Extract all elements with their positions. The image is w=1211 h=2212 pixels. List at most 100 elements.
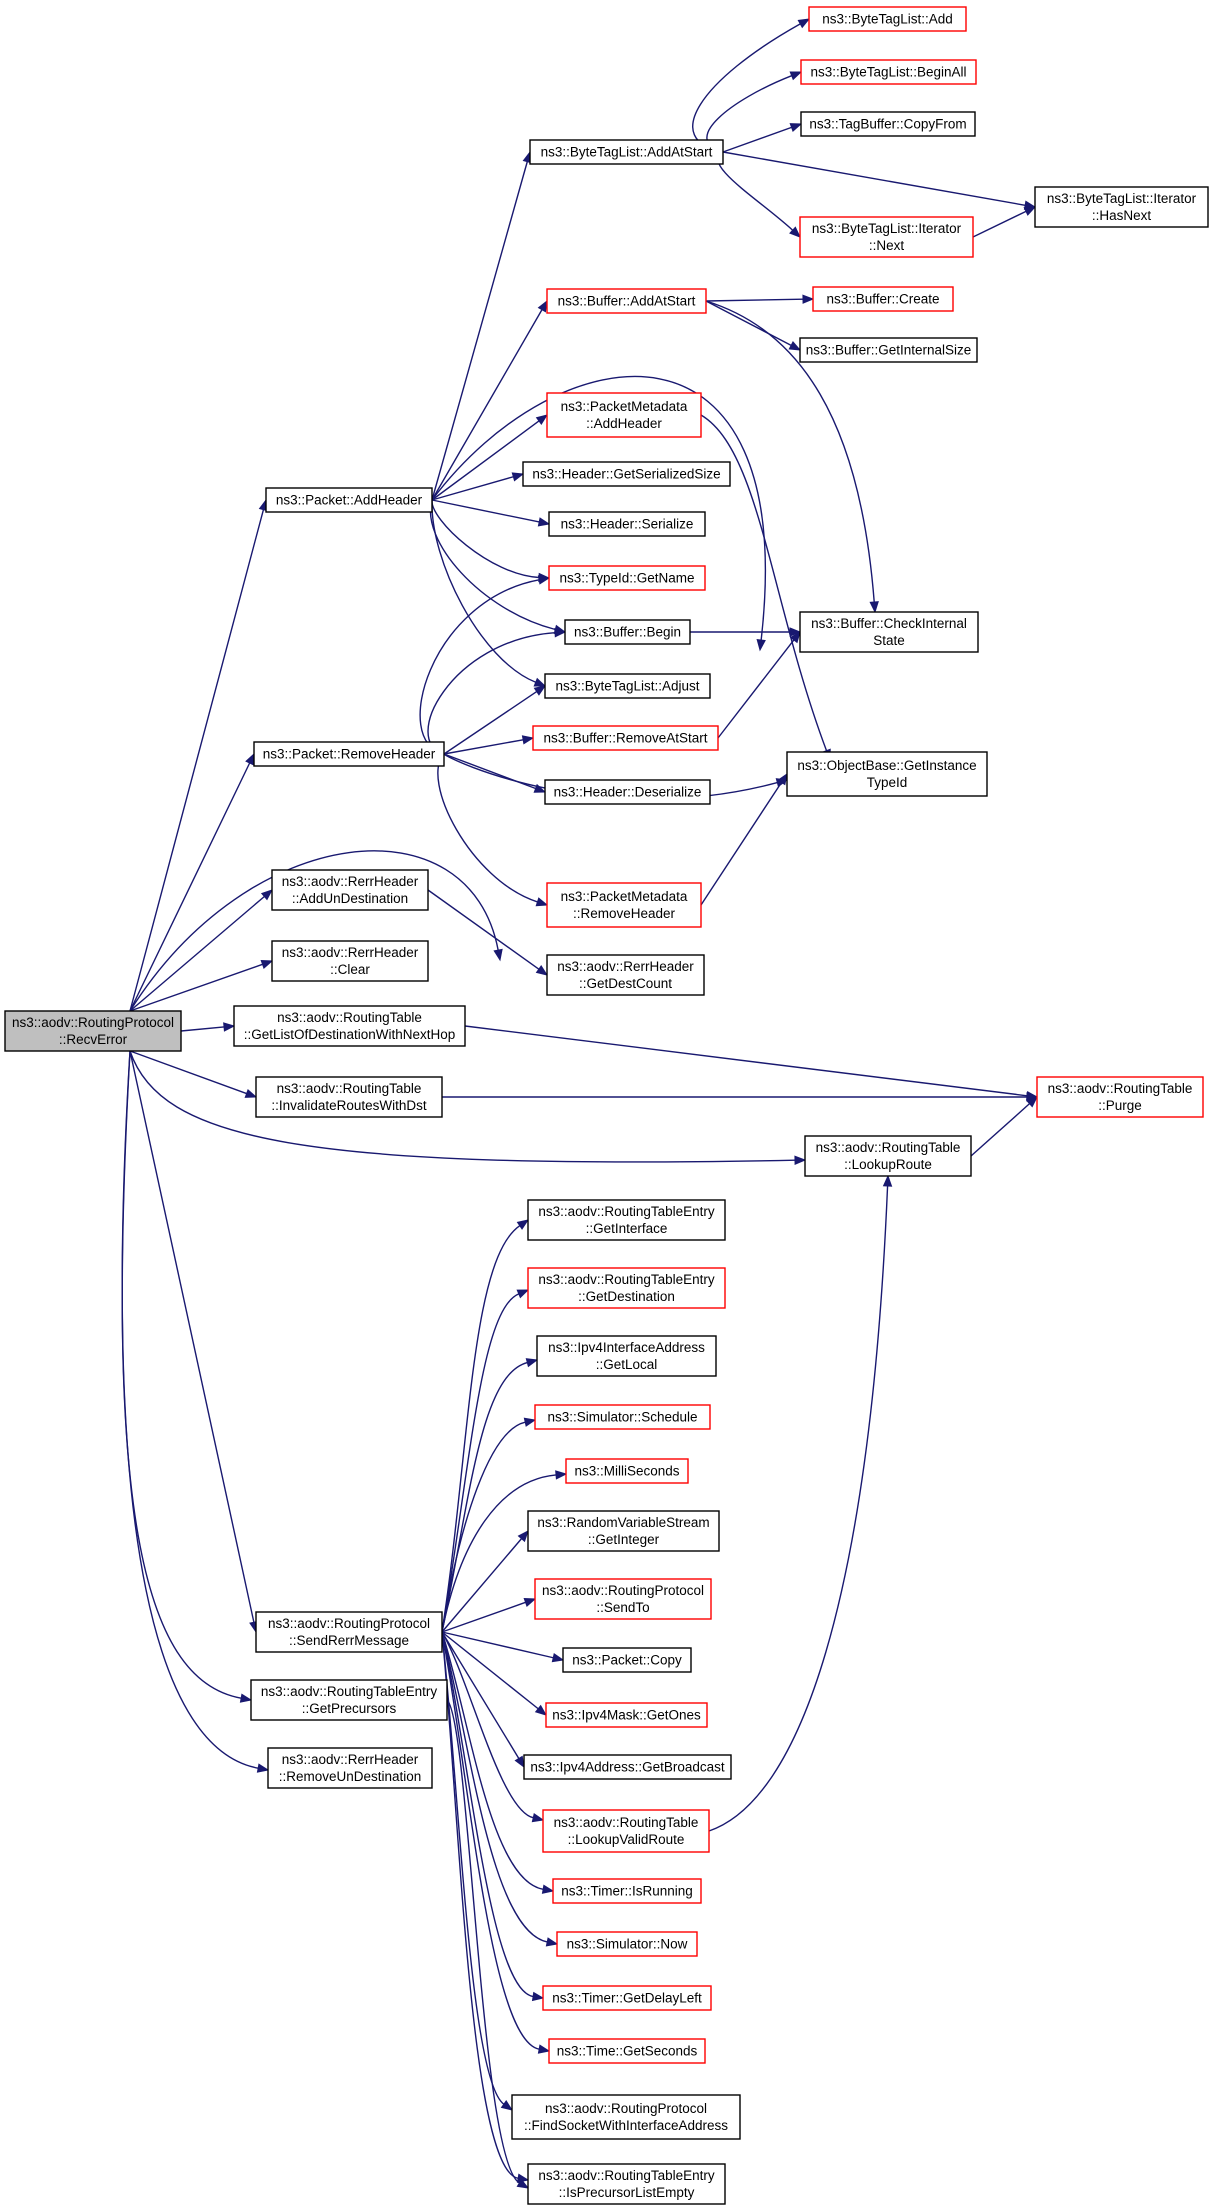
node-header-deserialize[interactable]: ns3::Header::Deserialize	[544, 779, 711, 805]
node-label: ns3::aodv::RoutingTable	[277, 1081, 422, 1096]
call-edge	[690, 627, 802, 637]
node-box	[548, 511, 706, 537]
node-btl-add-at-start[interactable]: ns3::ByteTagList::AddAtStart	[529, 139, 724, 165]
call-edge	[441, 1631, 525, 1769]
node-rvs-get-integer[interactable]: ns3::RandomVariableStream::GetInteger	[527, 1510, 720, 1552]
node-rte-is-precursor-list-empty[interactable]: ns3::aodv::RoutingTableEntry::IsPrecurso…	[527, 2163, 726, 2205]
call-edge	[129, 752, 255, 1012]
node-box	[564, 619, 691, 645]
node-box	[1036, 1076, 1204, 1118]
node-label: ns3::aodv::RerrHeader	[282, 874, 419, 889]
node-label: ns3::Packet::AddHeader	[276, 493, 423, 508]
node-box	[511, 2094, 741, 2140]
node-rp-send-rerr-message[interactable]: ns3::aodv::RoutingProtocol::SendRerrMess…	[255, 1611, 443, 1653]
node-box	[536, 1335, 717, 1377]
node-buffer-add-at-start[interactable]: ns3::Buffer::AddAtStart	[546, 288, 707, 314]
arrowhead	[516, 1219, 530, 1230]
node-label: ns3::aodv::RoutingProtocol	[268, 1616, 430, 1631]
call-edge	[431, 375, 767, 652]
node-buffer-get-internal-size[interactable]: ns3::Buffer::GetInternalSize	[799, 337, 978, 363]
node-box	[552, 1878, 702, 1904]
node-box	[786, 751, 988, 797]
node-milliseconds[interactable]: ns3::MilliSeconds	[565, 1458, 689, 1484]
node-rt-purge[interactable]: ns3::aodv::RoutingTable::Purge	[1036, 1076, 1204, 1118]
node-timer-get-delay-left[interactable]: ns3::Timer::GetDelayLeft	[542, 1985, 712, 2011]
node-label: ns3::Header::Deserialize	[554, 785, 702, 800]
node-rerr-add-un-destination[interactable]: ns3::aodv::RerrHeader::AddUnDestination	[271, 869, 429, 911]
node-label: ns3::Timer::GetDelayLeft	[552, 1991, 702, 2006]
node-box	[265, 487, 433, 513]
node-packet-copy[interactable]: ns3::Packet::Copy	[562, 1647, 692, 1673]
node-box	[562, 1647, 692, 1673]
node-ipv4mask-get-ones[interactable]: ns3::Ipv4Mask::GetOnes	[545, 1702, 708, 1728]
node-label: ns3::aodv::RoutingTable	[816, 1140, 961, 1155]
node-label: ::GetLocal	[596, 1357, 658, 1372]
node-btl-adjust[interactable]: ns3::ByteTagList::Adjust	[544, 673, 711, 699]
call-edge	[429, 499, 567, 634]
node-label: ::Clear	[330, 962, 370, 977]
node-btl-iterator-has-next[interactable]: ns3::ByteTagList::Iterator::HasNext	[1034, 186, 1209, 228]
node-header-get-serialized-size[interactable]: ns3::Header::GetSerializedSize	[522, 461, 731, 487]
node-label: ns3::aodv::RerrHeader	[282, 945, 419, 960]
node-pm-add-header[interactable]: ns3::PacketMetadata::AddHeader	[546, 392, 702, 438]
node-label: ::HasNext	[1092, 208, 1152, 223]
node-rte-get-interface[interactable]: ns3::aodv::RoutingTableEntry::GetInterfa…	[527, 1199, 726, 1241]
call-edge	[129, 1050, 259, 1634]
node-time-get-seconds[interactable]: ns3::Time::GetSeconds	[548, 2038, 706, 2064]
node-rt-lookup-valid-route[interactable]: ns3::aodv::RoutingTable::LookupValidRout…	[542, 1809, 710, 1853]
node-label: ::AddHeader	[586, 416, 662, 431]
node-header-serialize[interactable]: ns3::Header::Serialize	[548, 511, 706, 537]
call-edge	[121, 1050, 253, 1703]
node-box	[1034, 186, 1209, 228]
arrowhead	[531, 1813, 545, 1823]
node-buffer-begin[interactable]: ns3::Buffer::Begin	[564, 619, 691, 645]
node-recv-error[interactable]: ns3::aodv::RoutingProtocol::RecvError	[4, 1010, 182, 1052]
node-tagbuffer-copy-from[interactable]: ns3::TagBuffer::CopyFrom	[800, 111, 976, 137]
node-packet-remove-header[interactable]: ns3::Packet::RemoveHeader	[253, 741, 445, 767]
node-label: ns3::Header::GetSerializedSize	[532, 467, 720, 482]
node-label: ns3::MilliSeconds	[574, 1464, 679, 1479]
arrowhead	[789, 123, 803, 133]
node-rt-invalidate-routes[interactable]: ns3::aodv::RoutingTable::InvalidateRoute…	[255, 1076, 443, 1118]
node-rte-get-precursors[interactable]: ns3::aodv::RoutingTableEntry::GetPrecurs…	[250, 1679, 448, 1721]
call-edge	[700, 772, 788, 906]
node-rerr-clear[interactable]: ns3::aodv::RerrHeader::Clear	[271, 940, 429, 982]
node-timer-is-running[interactable]: ns3::Timer::IsRunning	[552, 1878, 702, 1904]
node-label: ns3::Ipv4InterfaceAddress	[548, 1340, 705, 1355]
node-rerr-get-dest-count[interactable]: ns3::aodv::RerrHeader::GetDestCount	[546, 954, 705, 996]
call-edge	[441, 1631, 559, 1947]
node-simulator-now[interactable]: ns3::Simulator::Now	[556, 1931, 698, 1957]
function-nodes: ns3::aodv::RoutingProtocol::RecvErrorns3…	[4, 6, 1209, 2205]
node-box	[542, 1809, 710, 1853]
call-edge	[441, 1631, 551, 2054]
node-label: ns3::Simulator::Now	[567, 1937, 688, 1952]
node-btl-iterator-next[interactable]: ns3::ByteTagList::Iterator::Next	[799, 216, 974, 258]
node-ipv4ia-get-local[interactable]: ns3::Ipv4InterfaceAddress::GetLocal	[536, 1335, 717, 1377]
node-buffer-create[interactable]: ns3::Buffer::Create	[812, 286, 954, 312]
node-btl-add[interactable]: ns3::ByteTagList::Add	[808, 6, 967, 32]
node-typeid-get-name[interactable]: ns3::TypeId::GetName	[548, 565, 706, 591]
node-label: ::GetInterface	[586, 1221, 668, 1236]
node-ipv4address-get-broadcast[interactable]: ns3::Ipv4Address::GetBroadcast	[523, 1754, 732, 1780]
call-edge	[722, 151, 1037, 210]
call-edge	[722, 123, 803, 153]
node-btl-begin-all[interactable]: ns3::ByteTagList::BeginAll	[800, 59, 977, 85]
node-pm-remove-header[interactable]: ns3::PacketMetadata::RemoveHeader	[546, 882, 702, 928]
node-rerr-remove-un-destination[interactable]: ns3::aodv::RerrHeader::RemoveUnDestinati…	[267, 1747, 433, 1789]
node-simulator-schedule[interactable]: ns3::Simulator::Schedule	[534, 1404, 711, 1430]
node-rp-find-socket[interactable]: ns3::aodv::RoutingProtocol::FindSocketWi…	[511, 2094, 741, 2140]
node-packet-add-header[interactable]: ns3::Packet::AddHeader	[265, 487, 433, 513]
arrowhead	[551, 1653, 565, 1663]
node-rte-get-destination[interactable]: ns3::aodv::RoutingTableEntry::GetDestina…	[527, 1267, 726, 1309]
node-label: ::LookupRoute	[844, 1157, 932, 1172]
node-box	[545, 1702, 708, 1728]
node-rt-get-list-of-destination[interactable]: ns3::aodv::RoutingTable::GetListOfDestin…	[233, 1005, 466, 1047]
call-edge	[431, 499, 551, 527]
node-rp-send-to[interactable]: ns3::aodv::RoutingProtocol::SendTo	[534, 1578, 712, 1620]
node-rt-lookup-route[interactable]: ns3::aodv::RoutingTable::LookupRoute	[804, 1135, 972, 1177]
node-label: ns3::aodv::RoutingTable	[554, 1815, 699, 1830]
node-buffer-remove-at-start[interactable]: ns3::Buffer::RemoveAtStart	[532, 725, 719, 751]
arrowhead	[545, 1937, 559, 1947]
